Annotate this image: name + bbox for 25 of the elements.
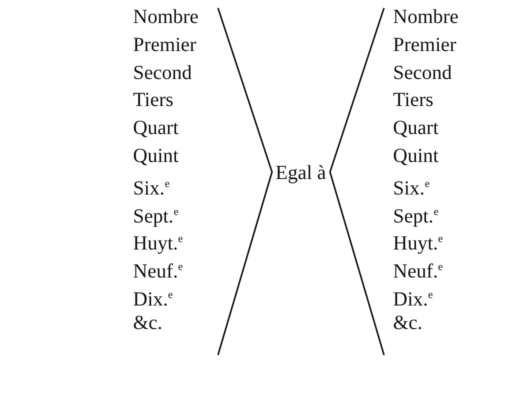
list-item-text: Neuf.$^{e}$ bbox=[393, 260, 443, 283]
list-item-text: Nombre bbox=[133, 6, 199, 28]
list-item-text: Quint bbox=[133, 145, 179, 167]
list-item-text: Sept.$^{e}$ bbox=[133, 204, 178, 228]
list-item-text: Six.$^{e}$ bbox=[393, 176, 430, 200]
list-item-text: Premier bbox=[133, 34, 196, 56]
list-item-text: Huyt.$^{e}$ bbox=[393, 232, 443, 256]
list-item-text: Huyt.$^{e}$ bbox=[133, 232, 183, 256]
list-item-text: Dix.$^{e}$ bbox=[393, 288, 433, 311]
list-item-text: Second bbox=[393, 62, 452, 84]
list-item-text: Dix.$^{e}$ bbox=[133, 288, 173, 311]
list-item-text: &c. bbox=[133, 312, 162, 334]
list-item-text: Nombre bbox=[393, 6, 459, 28]
list-item-text: Premier bbox=[393, 34, 456, 56]
equality-text: Egal à bbox=[276, 162, 326, 184]
list-item-text: Neuf.$^{e}$ bbox=[133, 260, 183, 283]
list-item-text: Tiers bbox=[133, 89, 174, 112]
list-item-text: &c. bbox=[393, 312, 422, 334]
list-item-text: Quart bbox=[133, 117, 179, 140]
list-item-text: Six.$^{e}$ bbox=[133, 176, 170, 200]
list-item-text: Tiers bbox=[393, 89, 434, 112]
list-item-text: Sept.$^{e}$ bbox=[393, 204, 438, 228]
list-item-text: Quint bbox=[393, 145, 439, 167]
list-item-text: Second bbox=[133, 62, 192, 84]
list-item-text: Quart bbox=[393, 117, 439, 140]
